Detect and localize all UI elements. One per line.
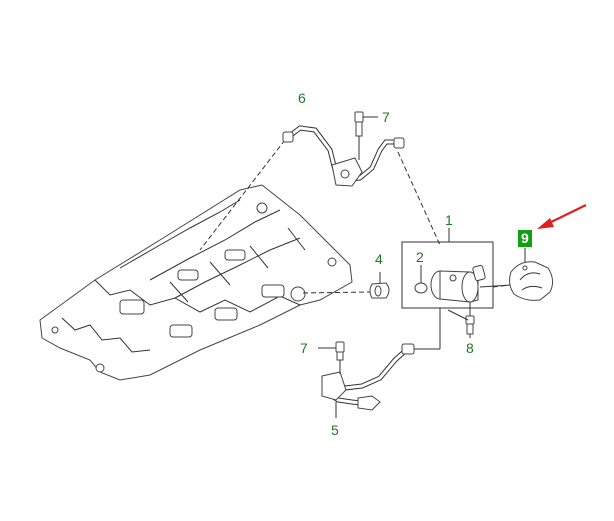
callout-4: 4	[375, 251, 383, 267]
assembly-bracket-1	[401, 241, 494, 309]
upper-bolt	[354, 111, 378, 160]
upper-fuel-pipe	[282, 125, 405, 187]
lower-bolt	[318, 341, 345, 374]
fuel-pump	[430, 264, 511, 303]
callout-7-top: 7	[382, 109, 390, 125]
leader-line-6b	[397, 151, 441, 246]
leader-line-4	[302, 291, 371, 294]
pump-bolt	[447, 302, 475, 338]
callout-6: 6	[298, 90, 306, 106]
cylinder-head	[39, 184, 353, 381]
callout-1: 1	[445, 212, 453, 228]
leader-line-6	[199, 139, 286, 251]
callout-2: 2	[416, 249, 424, 265]
pump-seal	[369, 272, 390, 299]
lower-fuel-pipe	[321, 308, 441, 418]
o-ring	[414, 265, 428, 294]
callout-5: 5	[331, 422, 339, 438]
red-arrow-icon	[537, 204, 587, 229]
callout-7-bottom: 7	[300, 340, 308, 356]
callout-8: 8	[466, 340, 474, 356]
callout-9[interactable]: 9	[518, 230, 532, 247]
pump-cover	[509, 248, 554, 301]
